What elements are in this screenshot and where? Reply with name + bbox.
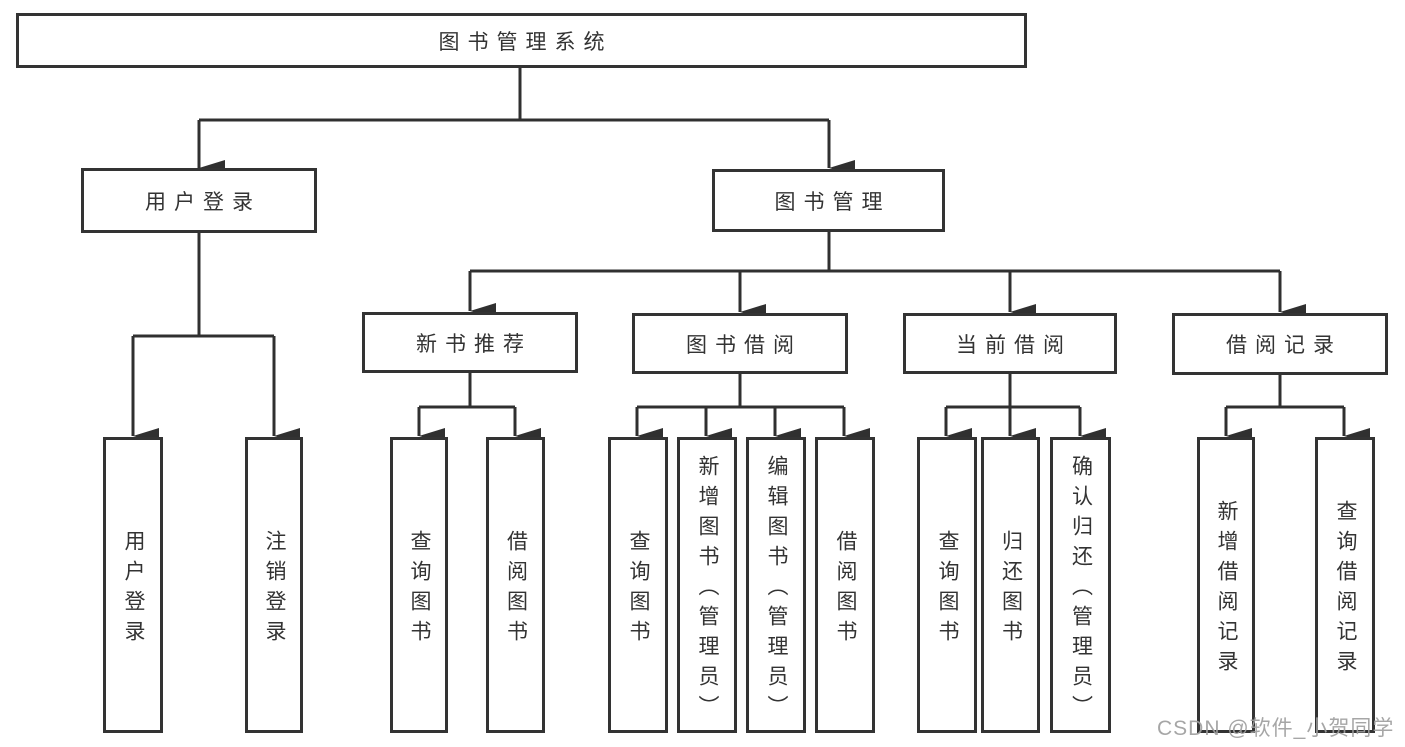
node-root-label: 图书管理系统 [438, 30, 613, 54]
node-book-borrow: 图书借阅 [632, 313, 848, 374]
node-new-book-rec: 新书推荐 [362, 312, 578, 373]
node-book-borrow-label: 图书借阅 [686, 333, 802, 357]
leaf-add-borrow-record-label: 新增借阅记录 [1215, 499, 1238, 680]
leaf-query-borrow-record: 查询借阅记录 [1315, 437, 1375, 733]
leaf-query-book-current: 查询图书 [917, 437, 977, 733]
node-new-book-rec-label: 新书推荐 [416, 332, 532, 356]
leaf-logout-login: 注销登录 [245, 437, 303, 733]
leaf-add-book-admin-label: 新增图书（管理员） [696, 454, 719, 725]
leaf-return-book: 归还图书 [981, 437, 1040, 733]
leaf-user-login: 用户登录 [103, 437, 163, 733]
node-current-borrow-label: 当前借阅 [956, 333, 1072, 357]
leaf-borrow-book-borrow-label: 借阅图书 [834, 529, 857, 650]
leaf-add-borrow-record: 新增借阅记录 [1197, 437, 1255, 733]
leaf-query-book-rec: 查询图书 [390, 437, 448, 733]
leaf-logout-login-label: 注销登录 [263, 529, 286, 650]
leaf-edit-book-admin-label: 编辑图书（管理员） [765, 454, 788, 725]
node-user-login: 用户登录 [81, 168, 317, 233]
node-user-login-label: 用户登录 [145, 190, 261, 214]
leaf-borrow-book-borrow: 借阅图书 [815, 437, 875, 733]
leaf-confirm-return-admin: 确认归还（管理员） [1050, 437, 1111, 733]
leaf-confirm-return-admin-label: 确认归还（管理员） [1069, 454, 1093, 725]
csdn-watermark: CSDN @软件_小贺同学 [1157, 717, 1395, 740]
leaf-borrow-book-rec-label: 借阅图书 [504, 529, 528, 650]
leaf-query-book-rec-label: 查询图书 [408, 529, 431, 650]
leaf-query-book-borrow: 查询图书 [608, 437, 668, 733]
node-root: 图书管理系统 [16, 13, 1027, 68]
node-borrow-record-label: 借阅记录 [1226, 334, 1342, 357]
leaf-query-book-borrow-label: 查询图书 [627, 529, 650, 650]
node-book-mgmt-label: 图书管理 [774, 190, 891, 214]
leaf-add-book-admin: 新增图书（管理员） [677, 437, 737, 733]
leaf-edit-book-admin: 编辑图书（管理员） [746, 437, 806, 733]
leaf-borrow-book-rec: 借阅图书 [486, 437, 545, 733]
leaf-return-book-label: 归还图书 [999, 529, 1023, 650]
node-book-mgmt: 图书管理 [712, 169, 945, 232]
leaf-query-book-current-label: 查询图书 [936, 529, 959, 650]
node-borrow-record: 借阅记录 [1172, 313, 1388, 375]
node-current-borrow: 当前借阅 [903, 313, 1117, 374]
leaf-query-borrow-record-label: 查询借阅记录 [1334, 499, 1357, 680]
leaf-user-login-label: 用户登录 [122, 529, 145, 650]
